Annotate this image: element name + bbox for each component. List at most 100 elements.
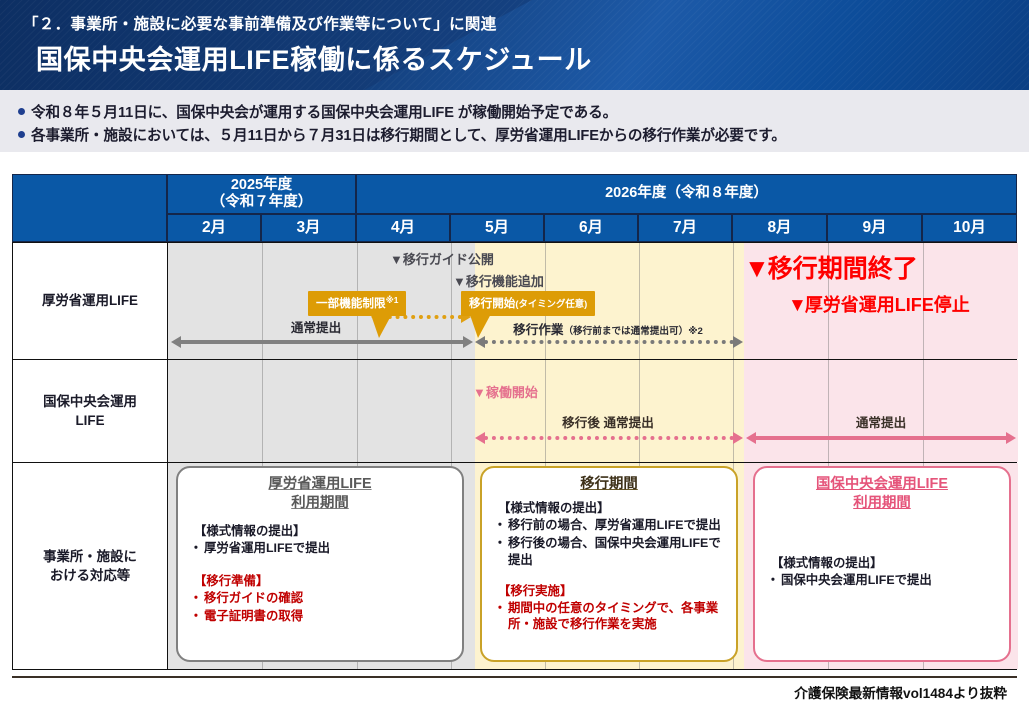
arrow-head-left-icon: [746, 432, 756, 444]
list-bullet-icon: ・: [766, 573, 780, 588]
infobox-2-section-1-item-2: ・ 移行後の場合、国保中央会運用LIFEで提出: [492, 535, 726, 569]
infobox-2-body: 【様式情報の提出】 ・ 移行前の場合、厚労省運用LIFEで提出 ・ 移行後の場合…: [482, 494, 736, 633]
list-bullet-icon: ・: [493, 535, 507, 550]
marker-operation-start-text: ▼稼働開始: [473, 385, 538, 400]
infobox-1-section-2-item-1: ・ 移行ガイドの確認: [188, 590, 452, 607]
col-divider: [639, 243, 640, 359]
infobox-2-title: 移行期間: [482, 468, 736, 494]
lead-bullet-1-text: 令和８年５月11日に、国保中央会が運用する国保中央会運用LIFE が稼働開始予定…: [31, 105, 618, 121]
arrow-head-right-icon: [1006, 432, 1016, 444]
arrow-head-left-icon: [171, 336, 181, 348]
row-kokuho-track: ▼稼働開始 移行後 通常提出 通常提出: [168, 360, 1018, 462]
row-label-facility-text: 事業所・施設における対応等: [43, 548, 137, 583]
infobox-3-section-1-item-1: ・ 国保中央会運用LIFEで提出: [765, 572, 999, 589]
arrow-shaft: [180, 340, 464, 344]
lead-bullet-2: 各事業所・施設においては、５月11日から７月31日は移行期間として、厚労省運用L…: [18, 124, 786, 145]
callout-partial-function-restriction-text: 一部機能制限: [316, 297, 386, 310]
row-label-mhlw-text: 厚労省運用LIFE: [42, 293, 138, 309]
header-corner-blank: [12, 174, 167, 242]
arrow-head-right-icon: [733, 336, 743, 348]
callout-partial-function-restriction: 一部機能制限※1: [308, 291, 407, 338]
list-bullet-icon: ・: [493, 600, 507, 615]
infobox-2-section-2-item-1-text: 期間中の任意のタイミングで、各事業所・施設で移行作業を実施: [508, 600, 719, 632]
fy2025-line1: 2025年度: [230, 176, 293, 193]
col-divider: [545, 360, 546, 462]
table-header: 2025年度 （令和７年度） 2026年度（令和８年度） 2月 3月 4月 5月…: [12, 174, 1017, 242]
label-normal-submission-mhlw: 通常提出: [290, 321, 342, 335]
infobox-1-title-line1: 厚労省運用LIFE: [268, 476, 372, 492]
infobox-2-section-1-item-1-text: 移行前の場合、厚労省運用LIFEで提出: [508, 518, 721, 533]
callout-tail: [469, 312, 492, 338]
infobox-3-section-1-item-1-text: 国保中央会運用LIFEで提出: [781, 573, 932, 588]
callout-note-1: ※1: [385, 295, 399, 305]
schedule-table: 2025年度 （令和７年度） 2026年度（令和８年度） 2月 3月 4月 5月…: [12, 174, 1018, 670]
marker-migration-function-added: ▼移行機能追加: [453, 271, 544, 290]
col-divider: [357, 360, 358, 462]
month-col-10: 10月: [922, 214, 1017, 242]
lead-summary: 令和８年５月11日に、国保中央会が運用する国保中央会運用LIFE が稼働開始予定…: [0, 90, 1029, 152]
alert-mhlw-life-suspended: ▼厚労省運用LIFE停止: [788, 291, 970, 317]
bullet-dot-icon: [18, 131, 25, 138]
arrow-head-right-icon: [463, 336, 473, 348]
infobox-3-section-1-head: 【様式情報の提出】: [771, 556, 883, 571]
marker-migration-guide-release: ▼移行ガイド公開: [390, 249, 494, 268]
source-note: 介護保険最新情報vol1484より抜粋: [794, 686, 1007, 701]
infobox-1-title: 厚労省運用LIFE 利用期間: [178, 468, 462, 513]
infobox-1-body: 【様式情報の提出】 ・ 厚労省運用LIFEで提出 【移行準備】 ・ 移行ガイドの…: [178, 513, 462, 625]
infobox-3-title: 国保中央会運用LIFE 利用期間: [755, 468, 1009, 513]
infobox-2-section-1-item-1: ・ 移行前の場合、厚労省運用LIFEで提出: [492, 517, 726, 534]
col-divider: [262, 243, 263, 359]
infobox-kokuho-life-usage-period: 国保中央会運用LIFE 利用期間 【様式情報の提出】 ・ 国保中央会運用LIFE…: [753, 466, 1011, 662]
infobox-migration-period: 移行期間 【様式情報の提出】 ・ 移行前の場合、厚労省運用LIFEで提出 ・ 移…: [480, 466, 738, 662]
month-col-6: 6月: [544, 214, 638, 242]
arrow-shaft: [755, 436, 1007, 440]
lead-bullet-1: 令和８年５月11日に、国保中央会が運用する国保中央会運用LIFE が稼働開始予定…: [18, 101, 617, 122]
callout-migration-start-sub: (タイミング任意): [515, 298, 588, 309]
month-col-5: 5月: [450, 214, 544, 242]
arrow-head-right-icon: [461, 311, 471, 323]
infobox-2-section-1-item-2-text: 移行後の場合、国保中央会運用LIFEで提出: [508, 535, 721, 567]
band-gray-kokuho: [168, 360, 475, 462]
infobox-2-section-1-head: 【様式情報の提出】: [498, 501, 610, 516]
band-cream-kokuho: [475, 360, 744, 462]
infobox-3-title-line2: 利用期間: [853, 495, 911, 512]
infobox-1-section-1-item-1-text: 厚労省運用LIFEで提出: [204, 541, 330, 556]
fy2026-line1: 2026年度（令和８年度）: [605, 185, 768, 202]
infobox-mhlw-life-usage-period: 厚労省運用LIFE 利用期間 【様式情報の提出】 ・ 厚労省運用LIFEで提出 …: [176, 466, 464, 662]
callout-tail: [370, 312, 393, 338]
row-mhlw-track: ▼移行ガイド公開 ▼移行機能追加 ▼移行期間終了 ▼厚労省運用LIFE停止 一部…: [168, 243, 1018, 359]
label-post-migration-normal-submission: 移行後 通常提出: [562, 416, 654, 430]
list-bullet-icon: ・: [189, 590, 203, 605]
arrow-head-right-icon: [733, 432, 743, 444]
page-title: 国保中央会運用LIFE稼働に係るスケジュール: [36, 45, 592, 75]
infobox-2-title-line1: 移行期間: [580, 476, 638, 492]
lead-bullet-2-text: 各事業所・施設においては、５月11日から７月31日は移行期間として、厚労省運用L…: [31, 128, 786, 144]
down-triangle-icon: ▼: [788, 295, 807, 316]
title-banner: 「２．事業所・施設に必要な事前準備及び作業等について」に関連 国保中央会運用LI…: [0, 0, 1029, 90]
col-divider: [262, 360, 263, 462]
label-migration-work-note: （移行前までは通常提出可）: [563, 326, 689, 337]
infobox-1-section-1-head: 【様式情報の提出】: [194, 524, 306, 539]
fiscal-year-2026: 2026年度（令和８年度）: [356, 174, 1017, 214]
col-divider: [733, 360, 734, 462]
label-migration-work-mark: ※2: [688, 326, 703, 337]
banner-subtitle: 「２．事業所・施設に必要な事前準備及び作業等について」に関連: [23, 16, 497, 33]
month-col-9: 9月: [827, 214, 922, 242]
band-pink-mhlw: [744, 243, 1018, 359]
month-col-4: 4月: [356, 214, 450, 242]
spacer: [188, 557, 452, 569]
row-label-mhlw: 厚労省運用LIFE: [13, 243, 168, 359]
marker-migration-guide-release-text: ▼移行ガイド公開: [390, 252, 494, 267]
infobox-3-title-line1: 国保中央会運用LIFE: [816, 476, 948, 492]
arrow-shaft: [380, 315, 462, 319]
arrow-shaft: [484, 436, 734, 440]
month-col-8: 8月: [732, 214, 827, 242]
infobox-1-section-2-item-1-text: 移行ガイドの確認: [204, 590, 304, 605]
col-divider: [923, 243, 924, 359]
row-label-facility: 事業所・施設における対応等: [13, 463, 168, 669]
down-triangle-icon: ▼: [744, 253, 770, 283]
infobox-3-body: 【様式情報の提出】 ・ 国保中央会運用LIFEで提出: [755, 513, 1009, 589]
